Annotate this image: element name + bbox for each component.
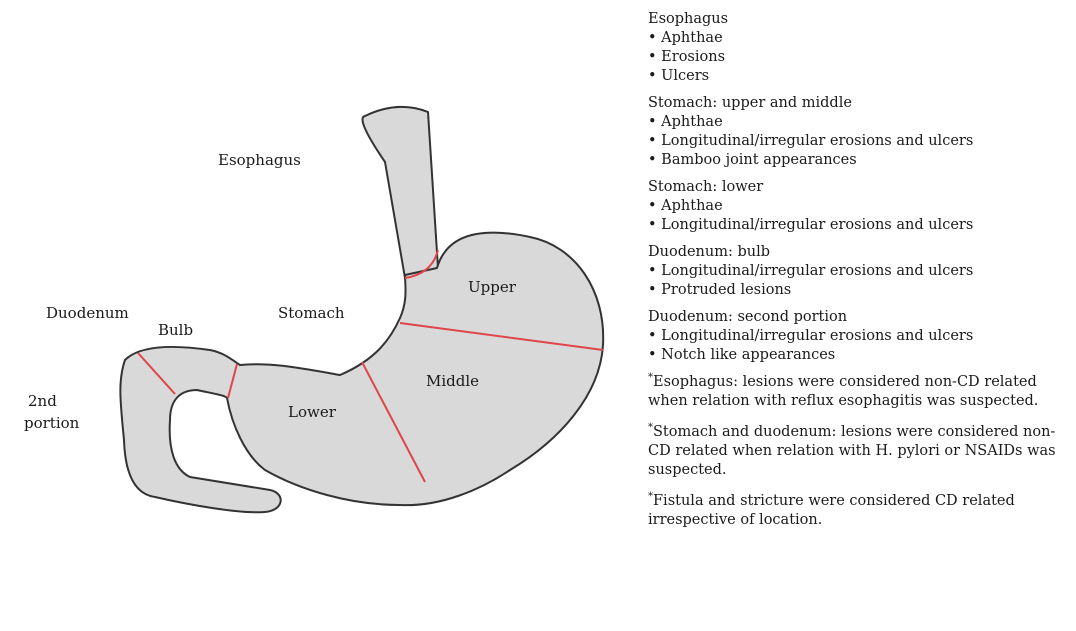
finding-item: Erosions xyxy=(648,48,1073,67)
legend-section-duodenum-second-portion: Duodenum: second portion Longitudinal/ir… xyxy=(648,308,1073,365)
esophagus-shape xyxy=(363,107,442,279)
finding-item: Bamboo joint appearances xyxy=(648,151,1073,170)
label-bulb: Bulb xyxy=(158,321,193,339)
finding-list: Aphthae Erosions Ulcers xyxy=(648,29,1073,86)
section-title: Stomach: upper and middle xyxy=(648,94,1073,113)
legend-section-stomach-upper-middle: Stomach: upper and middle Aphthae Longit… xyxy=(648,94,1073,170)
label-duodenum: Duodenum xyxy=(46,304,129,322)
gi-tract-diagram: Esophagus Duodenum Bulb Stomach Upper Mi… xyxy=(0,0,640,631)
label-stomach: Stomach xyxy=(278,304,345,322)
finding-list: Aphthae Longitudinal/irregular erosions … xyxy=(648,197,1073,235)
label-second-portion-line1: 2nd xyxy=(28,392,57,410)
finding-item: Ulcers xyxy=(648,67,1073,86)
label-esophagus: Esophagus xyxy=(218,151,301,169)
finding-item: Longitudinal/irregular erosions and ulce… xyxy=(648,216,1073,235)
finding-item: Longitudinal/irregular erosions and ulce… xyxy=(648,132,1073,151)
section-title: Stomach: lower xyxy=(648,178,1073,197)
finding-item: Protruded lesions xyxy=(648,281,1073,300)
footnote-text: Esophagus: lesions were considered non-C… xyxy=(648,374,1038,409)
footnote-stomach-duodenum: *Stomach and duodenum: lesions were cons… xyxy=(648,423,1068,480)
label-lower: Lower xyxy=(288,403,337,421)
legend-section-stomach-lower: Stomach: lower Aphthae Longitudinal/irre… xyxy=(648,178,1073,235)
footnote-esophagus: *Esophagus: lesions were considered non-… xyxy=(648,373,1068,411)
finding-item: Longitudinal/irregular erosions and ulce… xyxy=(648,262,1073,281)
footnote-text: Stomach and duodenum: lesions were consi… xyxy=(648,424,1056,478)
footnote-text: Fistula and stricture were considered CD… xyxy=(648,493,1015,528)
finding-item: Longitudinal/irregular erosions and ulce… xyxy=(648,327,1073,346)
stomach-shape xyxy=(120,233,603,513)
finding-list: Longitudinal/irregular erosions and ulce… xyxy=(648,262,1073,300)
findings-legend: Esophagus Aphthae Erosions Ulcers Stomac… xyxy=(648,10,1073,542)
legend-section-duodenum-bulb: Duodenum: bulb Longitudinal/irregular er… xyxy=(648,243,1073,300)
legend-section-esophagus: Esophagus Aphthae Erosions Ulcers xyxy=(648,10,1073,86)
section-title: Duodenum: second portion xyxy=(648,308,1073,327)
finding-item: Notch like appearances xyxy=(648,346,1073,365)
label-middle: Middle xyxy=(426,372,479,390)
finding-item: Aphthae xyxy=(648,197,1073,216)
finding-list: Longitudinal/irregular erosions and ulce… xyxy=(648,327,1073,365)
finding-item: Aphthae xyxy=(648,29,1073,48)
section-title: Duodenum: bulb xyxy=(648,243,1073,262)
finding-list: Aphthae Longitudinal/irregular erosions … xyxy=(648,113,1073,170)
label-second-portion-line2: portion xyxy=(24,414,80,432)
section-title: Esophagus xyxy=(648,10,1073,29)
finding-item: Aphthae xyxy=(648,113,1073,132)
label-upper: Upper xyxy=(468,278,517,296)
footnote-fistula-stricture: *Fistula and stricture were considered C… xyxy=(648,492,1068,530)
